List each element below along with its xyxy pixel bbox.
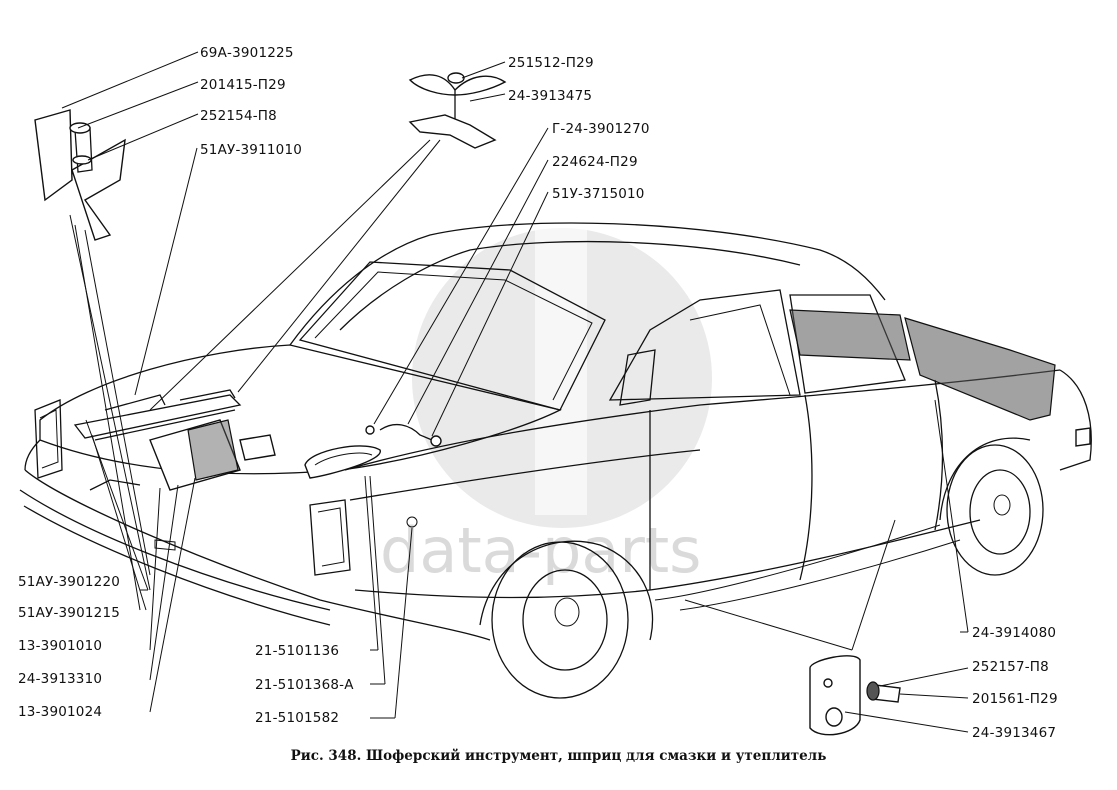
watermark: data-parts: [380, 195, 712, 587]
label-24-3913467: 24-3913467: [972, 725, 1056, 741]
label-251512-p29: 251512-П29: [508, 55, 594, 71]
leader-lines: [61, 51, 969, 733]
tools-in-trunk: [73, 389, 276, 491]
label-51u-3715010: 51У-3715010: [552, 186, 645, 202]
label-13-3901024: 13-3901024: [18, 704, 102, 720]
label-252154-p8: 252154-П8: [200, 108, 277, 124]
figure-caption: Рис. 348. Шоферский инструмент, шприц дл…: [290, 748, 827, 764]
bracket-detail-left: [34, 109, 126, 241]
label-51au-3911010: 51АУ-3911010: [200, 142, 302, 158]
label-21-5101368-a: 21-5101368-А: [255, 677, 354, 693]
bracket-detail-top: [408, 72, 507, 149]
bracket-detail-right: [809, 655, 901, 736]
label-51au-3901220: 51АУ-3901220: [18, 574, 120, 590]
label-201415-p29: 201415-П29: [200, 77, 286, 93]
watermark-text: data-parts: [380, 514, 701, 587]
part-labels: 69А-3901225 201415-П29 252154-П8 51АУ-39…: [18, 45, 1058, 741]
label-201561-p29: 201561-П29: [972, 691, 1058, 707]
label-24-3914080: 24-3914080: [972, 625, 1056, 641]
grease-gun: [304, 423, 442, 479]
watermark-logo-bar: [535, 195, 587, 515]
label-24-3913475: 24-3913475: [508, 88, 592, 104]
label-224624-p29: 224624-П29: [552, 154, 638, 170]
label-69a-3901225: 69А-3901225: [200, 45, 294, 61]
label-21-5101582: 21-5101582: [255, 710, 339, 726]
label-24-3913310: 24-3913310: [18, 671, 102, 687]
hood-insulator: [789, 309, 1056, 421]
label-51au-3901215: 51АУ-3901215: [18, 605, 120, 621]
label-21-5101136: 21-5101136: [255, 643, 339, 659]
label-g-24-3901270: Г-24-3901270: [552, 121, 650, 137]
label-13-3901010: 13-3901010: [18, 638, 102, 654]
label-252157-p8: 252157-П8: [972, 659, 1049, 675]
